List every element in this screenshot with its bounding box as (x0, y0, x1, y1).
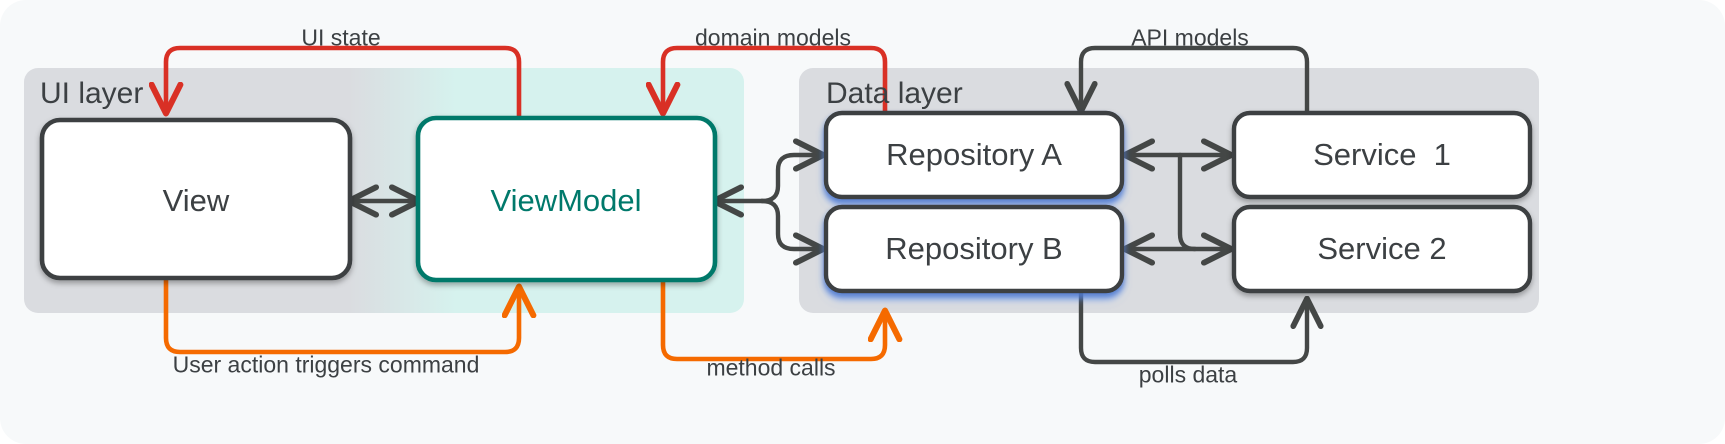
node-repository-b-box[interactable] (823, 204, 1125, 294)
edge-api-models (1081, 45, 1310, 121)
edge-domain-models (663, 45, 888, 119)
edge-user-action (163, 275, 519, 355)
edge-user-action-label: User action triggers command (172, 351, 480, 378)
node-repository-a-box[interactable] (823, 110, 1125, 200)
edge-method-calls-label: method calls (706, 354, 836, 381)
edge-domain-models-label: domain models (695, 24, 851, 51)
node-view-box[interactable] (39, 117, 353, 281)
node-service-2-label: Service 2 (1317, 231, 1447, 266)
edge-api-models-label: API models (1131, 24, 1249, 51)
ui-layer-label: UI layer (40, 77, 144, 110)
edge-ui-state (166, 45, 522, 125)
edge-polls-data (1078, 289, 1307, 365)
edge-polls-data-label: polls data (1138, 361, 1238, 388)
node-service-2-box[interactable] (1231, 204, 1533, 294)
data-layer-label: Data layer (826, 77, 963, 110)
node-repository-a-label: Repository A (886, 137, 1062, 172)
edge-method-calls (660, 275, 885, 362)
node-viewmodel-label: ViewModel (490, 183, 642, 218)
edge-repositories-services (1126, 155, 1230, 249)
node-service-1-box[interactable] (1231, 110, 1533, 200)
edge-ui-state-label: UI state (301, 24, 381, 51)
node-view-label: View (162, 183, 230, 218)
node-boxes (39, 110, 1533, 294)
edge-viewmodel-repositories (715, 155, 822, 249)
node-repository-b-label: Repository B (885, 231, 1063, 266)
node-viewmodel-box[interactable] (415, 115, 718, 283)
node-service-1-label: Service 1 (1313, 137, 1451, 172)
